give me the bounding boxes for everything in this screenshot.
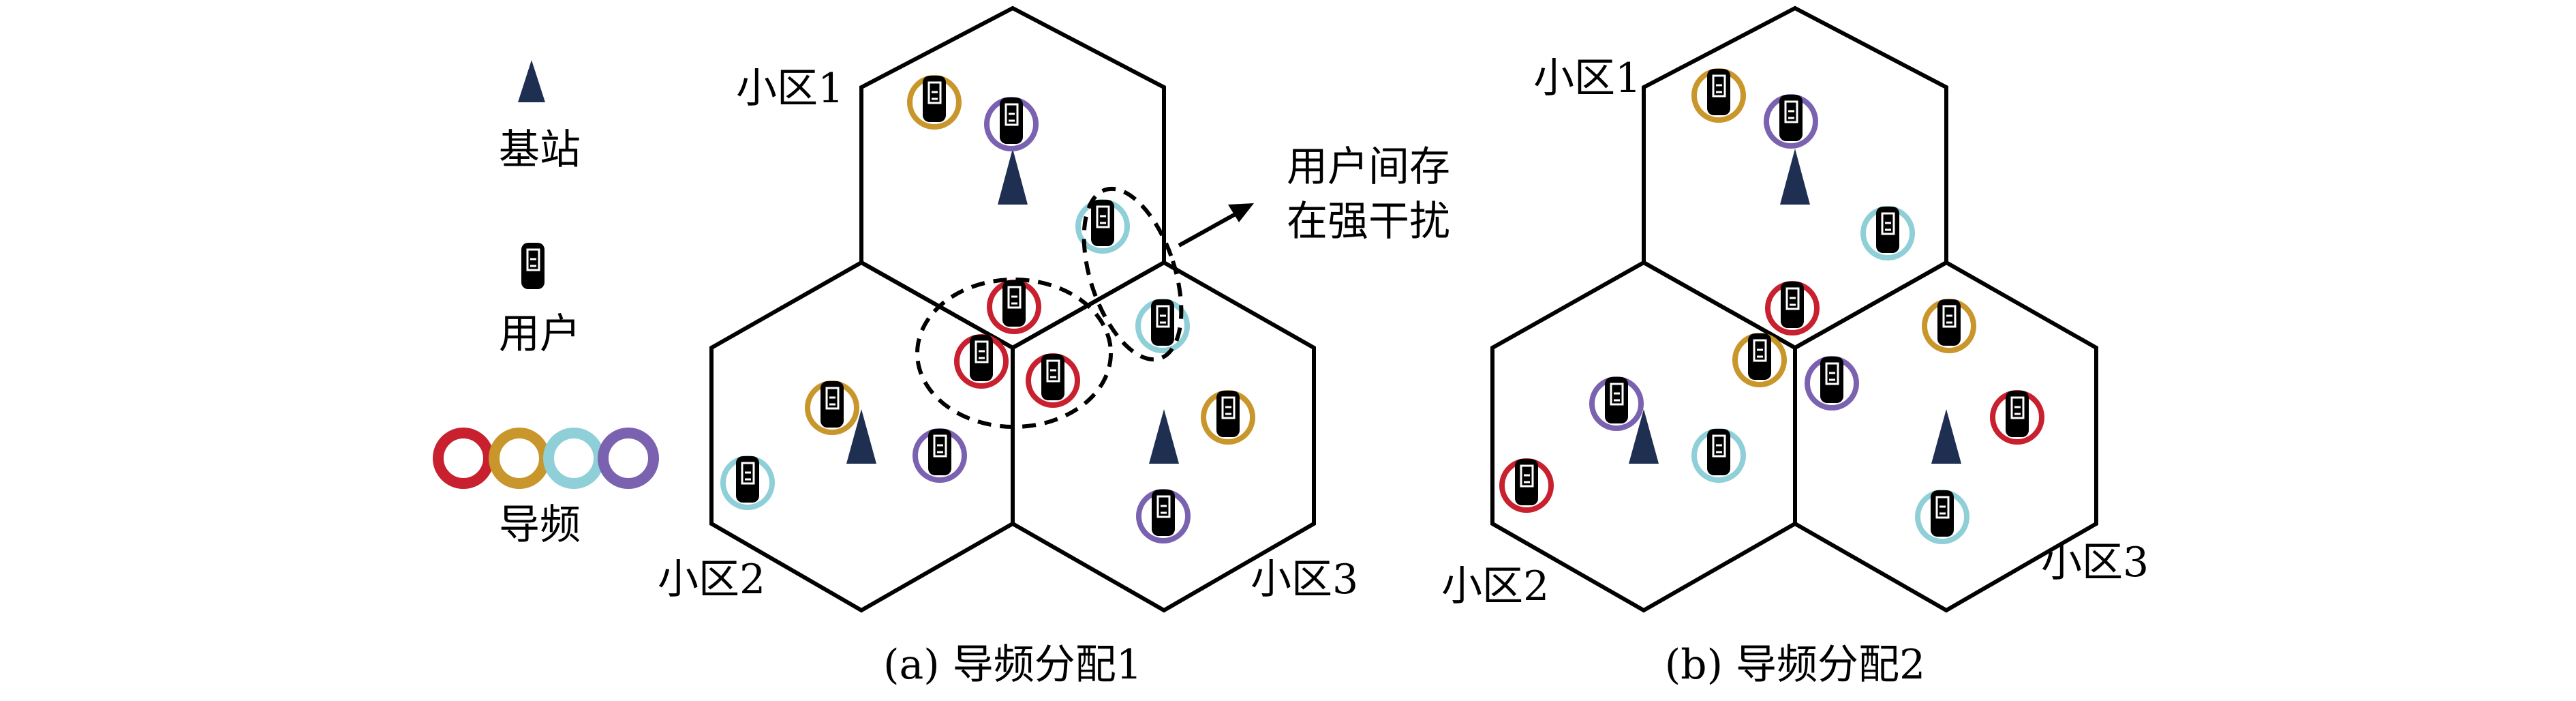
base-station-legend-label: 基站 bbox=[499, 126, 581, 174]
panel-b-user-icon bbox=[1778, 93, 1804, 143]
panel-a-user-icon bbox=[1090, 198, 1116, 248]
panel-a-user-icon bbox=[735, 455, 761, 504]
panel-a-user-icon bbox=[1040, 353, 1066, 402]
annotation-arrow bbox=[1178, 209, 1242, 248]
panel-b-user-icon bbox=[1875, 205, 1901, 254]
legend: 基站 用户 导频 bbox=[433, 60, 659, 549]
panel-a-user-icon bbox=[1001, 279, 1027, 328]
panel-b-user-icon bbox=[1604, 376, 1629, 425]
panel-b-user-icon bbox=[1706, 428, 1732, 477]
panel-a-user-icon bbox=[998, 96, 1024, 145]
panel-a-cell-1-base-station-icon bbox=[998, 149, 1028, 205]
panel-a-cell-1-label: 小区1 bbox=[736, 65, 844, 113]
pilot-legend-label: 导频 bbox=[499, 501, 581, 549]
panel-b-cell-3-hexagon bbox=[1793, 260, 2098, 613]
panel-b-cell-2-label: 小区2 bbox=[1441, 563, 1549, 610]
pilot-legend-purple-ring-icon bbox=[598, 428, 659, 489]
panel-b-user-icon bbox=[1747, 332, 1773, 381]
panel-a-cell-3-base-station-icon bbox=[1149, 409, 1179, 464]
panel-b-cell-2-base-station-icon bbox=[1629, 409, 1659, 464]
panel-b: 小区1 小区2 小区3 (b) 导频分配2 bbox=[1441, 5, 2149, 689]
interference-ellipse-red-group bbox=[915, 278, 1113, 429]
pilot-legend-gold-ring-icon bbox=[489, 428, 550, 489]
annotation-arrowhead-icon bbox=[1228, 203, 1254, 222]
panel-a-user-icon bbox=[1150, 488, 1176, 537]
panel-a-cell-2-label: 小区2 bbox=[658, 556, 765, 603]
panel-b-user-icon bbox=[1706, 68, 1732, 117]
panel-a-user-icon bbox=[968, 333, 994, 383]
panel-b-cell-1-label: 小区1 bbox=[1533, 55, 1641, 102]
panel-b-user-icon bbox=[1819, 355, 1845, 404]
panel-a-caption: (a) 导频分配1 bbox=[883, 641, 1142, 689]
panel-b-cell-1-base-station-icon bbox=[1780, 149, 1810, 205]
panel-a: 小区1 小区2 小区3 bbox=[658, 5, 1450, 689]
panel-a-user-icon bbox=[927, 428, 953, 477]
panel-b-user-icon bbox=[1929, 489, 1955, 538]
panel-a-user-icon bbox=[921, 74, 947, 123]
panel-a-user-icon bbox=[1215, 389, 1241, 438]
panel-b-caption: (b) 导频分配2 bbox=[1665, 641, 1925, 689]
panel-b-cell-3-base-station-icon bbox=[1931, 409, 1961, 464]
panel-a-cell-2-base-station-icon bbox=[846, 409, 876, 464]
panel-a-user-icon bbox=[1150, 298, 1176, 347]
annotation-line-2: 在强干扰 bbox=[1287, 198, 1450, 245]
panel-a-cell-3-hexagon bbox=[1011, 260, 1316, 613]
panel-b-user-icon bbox=[1514, 458, 1539, 507]
pilot-legend-red-ring-icon bbox=[433, 428, 494, 489]
panel-a-user-icon bbox=[819, 380, 845, 429]
pilot-legend-cyan-ring-icon bbox=[543, 428, 604, 489]
panel-b-user-icon bbox=[1779, 280, 1805, 329]
user-legend-label: 用户 bbox=[499, 310, 581, 358]
annotation-line-1: 用户间存 bbox=[1287, 143, 1450, 191]
panel-b-user-icon bbox=[1936, 298, 1962, 347]
panel-b-user-icon bbox=[2004, 389, 2030, 438]
panel-b-cell-3-label: 小区3 bbox=[2041, 539, 2149, 586]
panel-a-cell-3-label: 小区3 bbox=[1251, 556, 1358, 603]
base-station-legend-icon bbox=[518, 60, 545, 102]
user-legend-icon bbox=[520, 241, 546, 290]
